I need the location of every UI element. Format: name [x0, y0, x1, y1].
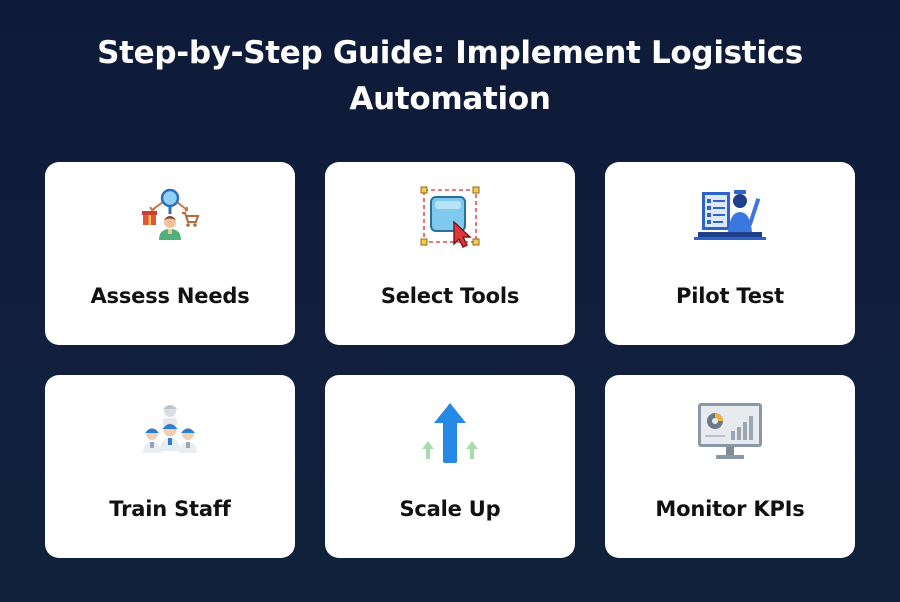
- card-label: Scale Up: [399, 497, 501, 521]
- title-line-1: Step-by-Step Guide: Implement Logistics: [97, 35, 803, 71]
- pilot-checklist-icon: [690, 184, 770, 264]
- card-assess-needs: Assess Needs: [45, 162, 295, 345]
- card-label: Train Staff: [109, 497, 231, 521]
- assessment-icon: [130, 184, 210, 264]
- page-title: Step-by-Step Guide: Implement Logistics …: [0, 30, 900, 122]
- card-monitor-kpis: Monitor KPIs: [605, 375, 855, 558]
- team-training-icon: [130, 397, 210, 477]
- card-label: Pilot Test: [676, 284, 784, 308]
- card-pilot-test: Pilot Test: [605, 162, 855, 345]
- card-label: Monitor KPIs: [655, 497, 805, 521]
- card-select-tools: Select Tools: [325, 162, 575, 345]
- title-line-2: Automation: [349, 81, 551, 117]
- card-label: Assess Needs: [90, 284, 250, 308]
- card-train-staff: Train Staff: [45, 375, 295, 558]
- scale-up-arrows-icon: [410, 397, 490, 477]
- selection-cursor-icon: [410, 184, 490, 264]
- kpi-monitor-icon: [690, 397, 770, 477]
- card-scale-up: Scale Up: [325, 375, 575, 558]
- card-label: Select Tools: [380, 284, 520, 308]
